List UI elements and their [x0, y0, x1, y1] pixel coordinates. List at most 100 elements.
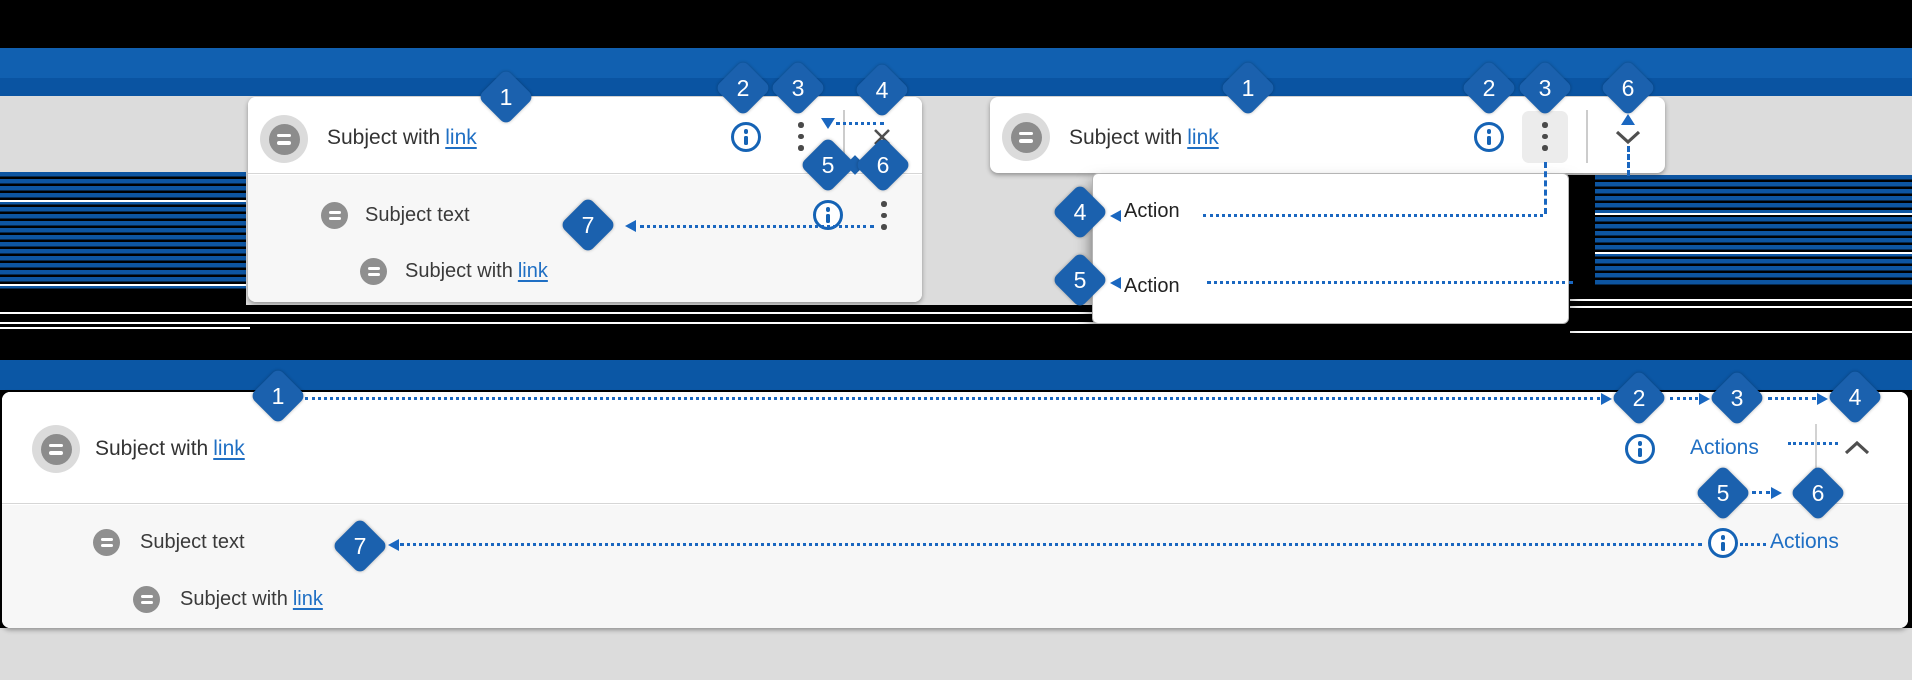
leader-line [1203, 214, 1543, 217]
glitch-scanline [1570, 306, 1912, 308]
callout-4-diamond: 4 [1826, 368, 1884, 426]
glitch-stripes-left [0, 172, 246, 290]
glitch-scanline [1595, 252, 1912, 254]
leader-line [836, 122, 884, 125]
annotation-arrow-left [1110, 277, 1121, 289]
leader-line [1670, 397, 1698, 400]
leader-line [1207, 281, 1573, 284]
callout-6-diamond: 6 [1599, 59, 1657, 117]
glitch-scanline [1570, 331, 1912, 333]
chevron-up-icon[interactable] [1844, 440, 1870, 456]
notification-row-subject: Subject text [140, 531, 245, 553]
glitch-scanline [1570, 299, 1912, 301]
subject-link[interactable]: link [292, 588, 323, 610]
severity-icon [1002, 113, 1050, 161]
glitch-scanline [0, 284, 246, 286]
callout-2-diamond: 2 [1460, 59, 1518, 117]
overflow-menu-icon[interactable] [881, 201, 887, 230]
leader-line [400, 543, 1702, 546]
severity-icon [260, 115, 308, 163]
leader-line [640, 225, 874, 228]
overflow-dropdown-menu: Action Action [1092, 173, 1569, 324]
leader-line [1788, 442, 1838, 445]
glitch-scanline [0, 312, 1140, 314]
leader-line [305, 397, 1600, 400]
top-header-bar [0, 48, 1912, 96]
leader-line [1544, 162, 1547, 214]
info-icon[interactable] [1708, 528, 1738, 558]
severity-icon [321, 202, 348, 229]
callout-1-diamond: 1 [1219, 59, 1277, 117]
callout-7-diamond: 7 [331, 517, 389, 575]
callout-3-diamond: 3 [769, 59, 827, 117]
annotation-arrow-left [625, 220, 636, 232]
callout-3-diamond: 3 [1516, 59, 1574, 117]
overflow-menu-icon[interactable] [798, 122, 804, 151]
notification-body [2, 504, 1908, 628]
subject-text: Subject with [405, 260, 513, 282]
annotation-arrow-left [388, 539, 399, 551]
overflow-menu-icon [1542, 122, 1548, 151]
subject-link[interactable]: link [1187, 126, 1219, 149]
severity-icon [32, 425, 80, 473]
leader-line [1627, 146, 1630, 176]
menu-item-action[interactable]: Action [1124, 274, 1180, 297]
severity-icon [360, 258, 387, 285]
menu-item-action[interactable]: Action [1124, 200, 1180, 222]
callout-2-diamond: 2 [714, 59, 772, 117]
severity-icon [93, 529, 120, 556]
annotation-arrow-right [1699, 393, 1710, 405]
chevron-down-icon[interactable] [1615, 129, 1641, 145]
divider [1815, 424, 1817, 470]
notification-header [2, 392, 1908, 504]
background [0, 96, 246, 172]
callout-6-diamond: 6 [854, 136, 912, 194]
notification-card-bottom [2, 392, 1908, 628]
leader-line [1740, 543, 1766, 546]
subject-link[interactable]: link [445, 126, 477, 149]
notification-row-subject: Subject text [365, 204, 470, 226]
callout-6-diamond: 6 [1789, 464, 1847, 522]
background [0, 628, 1912, 680]
subject-link[interactable]: link [213, 437, 245, 460]
callout-4-diamond: 4 [1051, 183, 1109, 241]
callout-1-diamond: 1 [477, 68, 535, 126]
annotation-arrow-down [821, 118, 835, 129]
annotation-arrow-right [1601, 393, 1612, 405]
annotation-arrow-right [1771, 487, 1782, 499]
actions-link[interactable]: Actions [1770, 530, 1839, 553]
callout-3-diamond: 3 [1708, 369, 1766, 427]
annotation-arrow-right [1817, 393, 1828, 405]
subject-link[interactable]: link [517, 260, 548, 282]
subject-text: Subject with [327, 126, 441, 149]
glitch-stripes-right [1595, 175, 1912, 287]
glitch-scanline [0, 322, 1140, 324]
subject-text: Subject with [1069, 126, 1183, 149]
severity-icon [133, 586, 160, 613]
callout-2-diamond: 2 [1610, 369, 1668, 427]
actions-link[interactable]: Actions [1690, 436, 1759, 459]
glitch-scanline [0, 200, 246, 202]
info-icon[interactable] [1625, 434, 1655, 464]
divider [1586, 110, 1588, 163]
leader-line [1752, 491, 1770, 494]
glitch-scanline [1595, 213, 1912, 215]
callout-4-diamond: 4 [853, 61, 911, 119]
annotation-arrow-left [1110, 210, 1121, 222]
subject-text: Subject with [95, 437, 209, 460]
callout-5-diamond: 5 [1694, 464, 1752, 522]
info-icon[interactable] [731, 122, 761, 152]
callout-1-diamond: 1 [249, 367, 307, 425]
subject-text: Subject with [180, 588, 288, 610]
callout-7-diamond: 7 [559, 196, 617, 254]
bottom-header-bar [0, 360, 1912, 390]
divider [843, 110, 845, 163]
annotation-arrow-up [1621, 114, 1635, 125]
callout-5-diamond: 5 [1051, 251, 1109, 309]
info-icon[interactable] [1474, 122, 1504, 152]
